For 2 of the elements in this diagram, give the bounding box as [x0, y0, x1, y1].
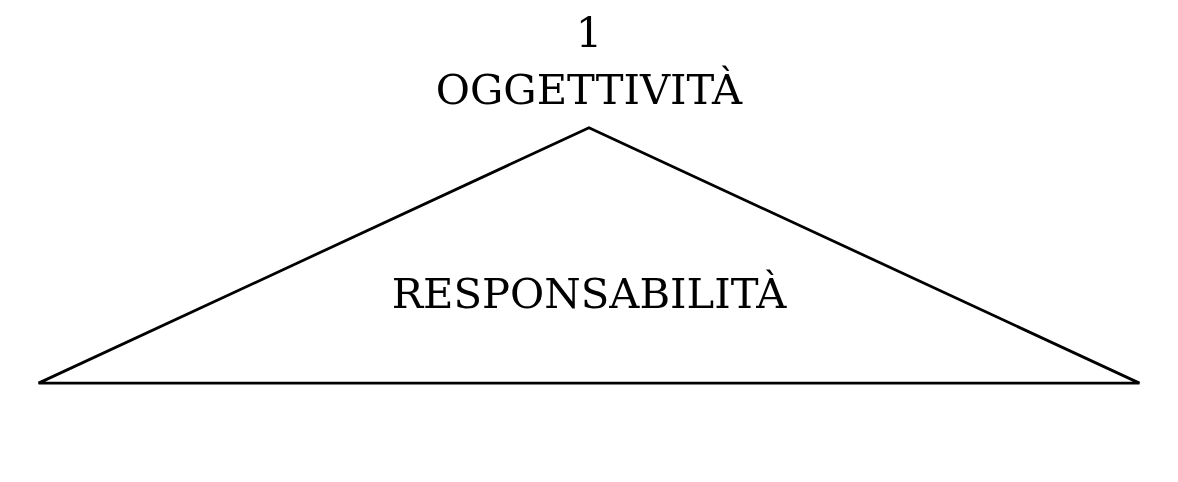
label: OGGETTIVITÀ: [435, 65, 743, 115]
label: 1: [575, 8, 603, 58]
